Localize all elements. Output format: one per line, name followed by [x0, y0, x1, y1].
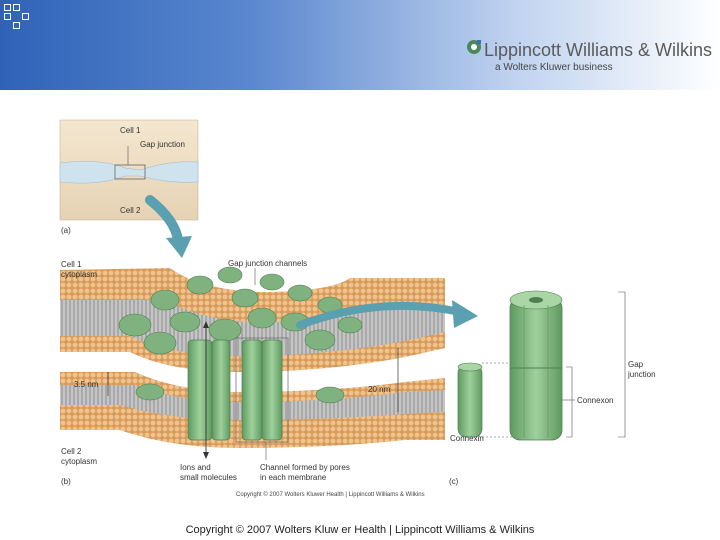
decor-square [13, 22, 20, 29]
decor-square [13, 4, 20, 11]
lower-channel-halves [135, 383, 345, 404]
label-connexon: Connexon [577, 396, 614, 405]
label-cell2: Cell 2 [120, 206, 141, 215]
decor-square [4, 4, 11, 11]
label-gap-junction-c-2: junction [628, 370, 656, 379]
publisher-name: Lippincott Williams & Wilkins [484, 40, 713, 60]
zoom-arrow-head [452, 300, 478, 328]
label-channel-2: in each membrane [260, 473, 327, 482]
header-banner [0, 0, 720, 90]
label-cell2-cytoplasm-1: Cell 2 [61, 447, 82, 456]
panel-a [59, 119, 199, 221]
dimension-markers [107, 348, 399, 412]
label-gap-width: 3.5 nm [74, 380, 99, 389]
channel-cross-section [187, 321, 289, 459]
leader-lines [254, 268, 626, 460]
label-ions-1: Ions and [180, 463, 211, 472]
label-connexin: Connexin [450, 434, 484, 443]
label-membrane-width: 20 nm [368, 385, 391, 394]
label-gap-junction: Gap junction [140, 140, 185, 149]
label-cell1-cytoplasm-1: Cell 1 [61, 260, 82, 269]
label-cell1: Cell 1 [120, 126, 141, 135]
label-panel-a: (a) [61, 226, 71, 235]
publisher-tagline: a Wolters Kluwer business [495, 62, 613, 73]
gap-junction-channels [118, 266, 363, 355]
zoom-arrow-b-to-c [296, 301, 464, 329]
decor-square [4, 13, 11, 20]
zoom-arrow-a-to-b [145, 195, 183, 245]
label-gap-junction-channels: Gap junction channels [228, 259, 308, 268]
zoom-arrow-head [166, 236, 192, 258]
figure-copyright: Copyright © 2007 Wolters Kluwer Health |… [236, 492, 425, 498]
panel-c [457, 290, 563, 441]
label-gap-junction-c-1: Gap [628, 360, 644, 369]
label-panel-b: (b) [61, 477, 71, 486]
footer-copyright: Copyright © 2007 Wolters Kluw er Health … [185, 524, 535, 536]
label-cell1-cytoplasm-2: cytoplasm [61, 270, 98, 279]
decor-square [22, 13, 29, 20]
label-cell2-cytoplasm-2: cytoplasm [61, 457, 98, 466]
label-ions-2: small molecules [180, 473, 237, 482]
publisher-logo-icon [467, 40, 481, 54]
label-panel-c: (c) [449, 477, 459, 486]
label-channel-1: Channel formed by pores [260, 463, 350, 472]
